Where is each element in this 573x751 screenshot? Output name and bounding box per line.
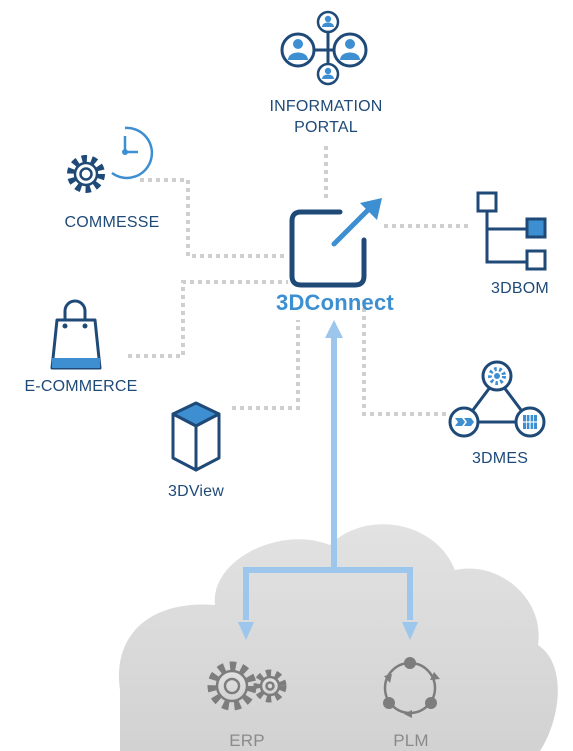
- process-cycle-icon: [448, 360, 546, 438]
- external-link-icon: [289, 198, 382, 288]
- connector-lines: [128, 146, 470, 416]
- connector-ecommerce: [128, 280, 288, 358]
- connector-3dmes: [362, 300, 446, 416]
- gears-icon: [207, 661, 287, 711]
- cube-icon: [171, 401, 221, 472]
- 3dbom-label: 3DBOM: [491, 280, 549, 297]
- shopping-bag-icon: [50, 299, 102, 370]
- arrow-head-plm: [402, 622, 418, 640]
- plm-label: PLM: [393, 731, 429, 750]
- cycle-icon: [383, 657, 440, 718]
- cloud-shape: [118, 524, 558, 751]
- erp-label: ERP: [229, 731, 265, 750]
- 3dview-label: 3DView: [167, 483, 225, 500]
- connector-commesse: [140, 178, 288, 258]
- hub-label: 3DConnect: [276, 290, 394, 315]
- arrow-head-erp: [238, 622, 254, 640]
- arrow-head-up: [325, 320, 343, 338]
- people-network-icon: [280, 10, 368, 86]
- data-flow-arrows: [238, 320, 418, 640]
- gear-clock-icon: [67, 126, 154, 193]
- ecommerce-label: E-COMMERCE: [24, 378, 138, 395]
- 3dmes-label: 3DMES: [471, 450, 529, 467]
- hierarchy-icon: [476, 191, 547, 271]
- information-portal-label: INFORMATION PORTAL: [269, 98, 383, 136]
- commesse-label: COMMESSE: [64, 214, 160, 231]
- connector-3dview: [232, 320, 300, 410]
